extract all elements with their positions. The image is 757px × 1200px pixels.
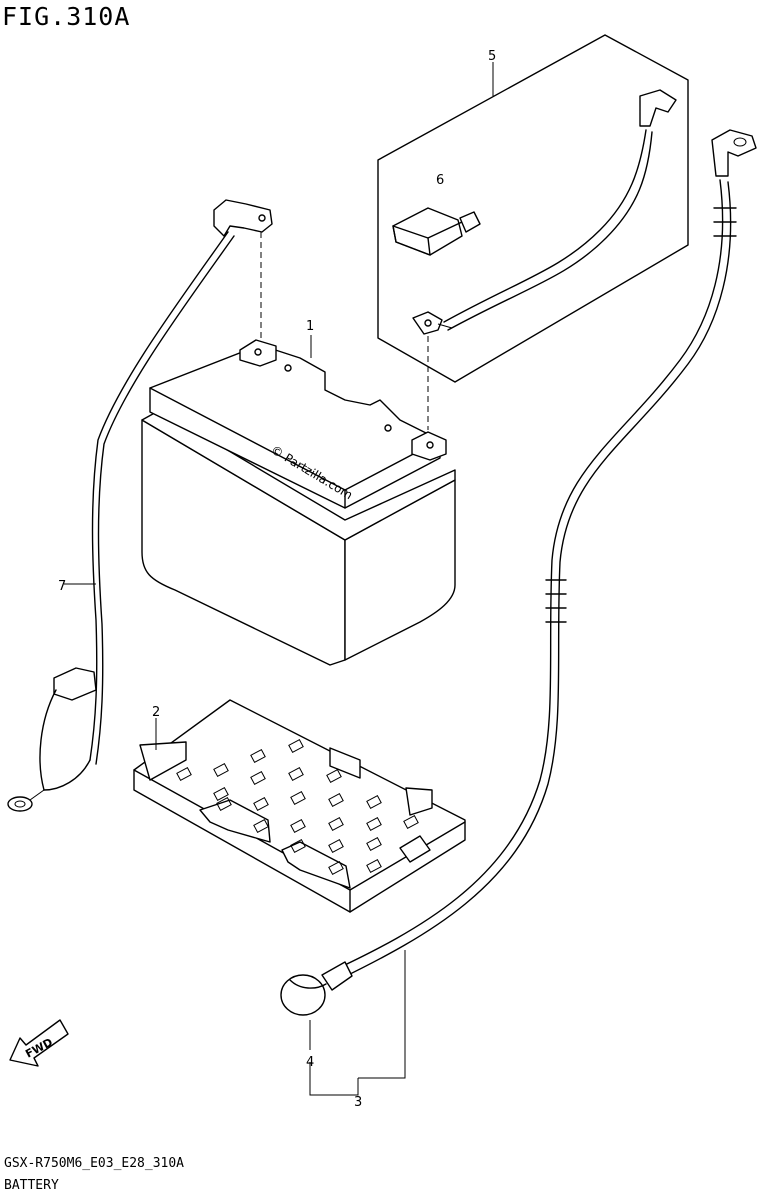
callout-6: 6: [436, 173, 444, 188]
callout-2: 2: [152, 705, 160, 720]
part-2-battery-tray[interactable]: [133, 699, 466, 913]
part-5-battery-cable[interactable]: [412, 89, 677, 335]
part-7-negative-cable[interactable]: [7, 199, 273, 812]
tray-slot-grid: [176, 738, 419, 876]
figure-code: GSX-R750M6_E03_E28_310A: [4, 1156, 185, 1171]
part-4-terminal-cover[interactable]: [280, 961, 353, 1016]
figure-name: BATTERY: [4, 1178, 59, 1193]
callout-4: 4: [306, 1055, 314, 1070]
callout-1: 1: [306, 319, 314, 334]
figure-title: FIG.310A: [2, 2, 131, 31]
callout-3: 3: [354, 1095, 362, 1110]
part-3-main-cable[interactable]: [329, 129, 757, 981]
callout-5: 5: [488, 49, 496, 64]
part-6-fuse-block[interactable]: [392, 207, 481, 256]
part-1-battery[interactable]: [141, 335, 456, 666]
fwd-arrow-icon: FWD: [9, 1019, 69, 1067]
callout-7: 7: [58, 579, 66, 594]
part-5-group-box: [377, 34, 689, 383]
